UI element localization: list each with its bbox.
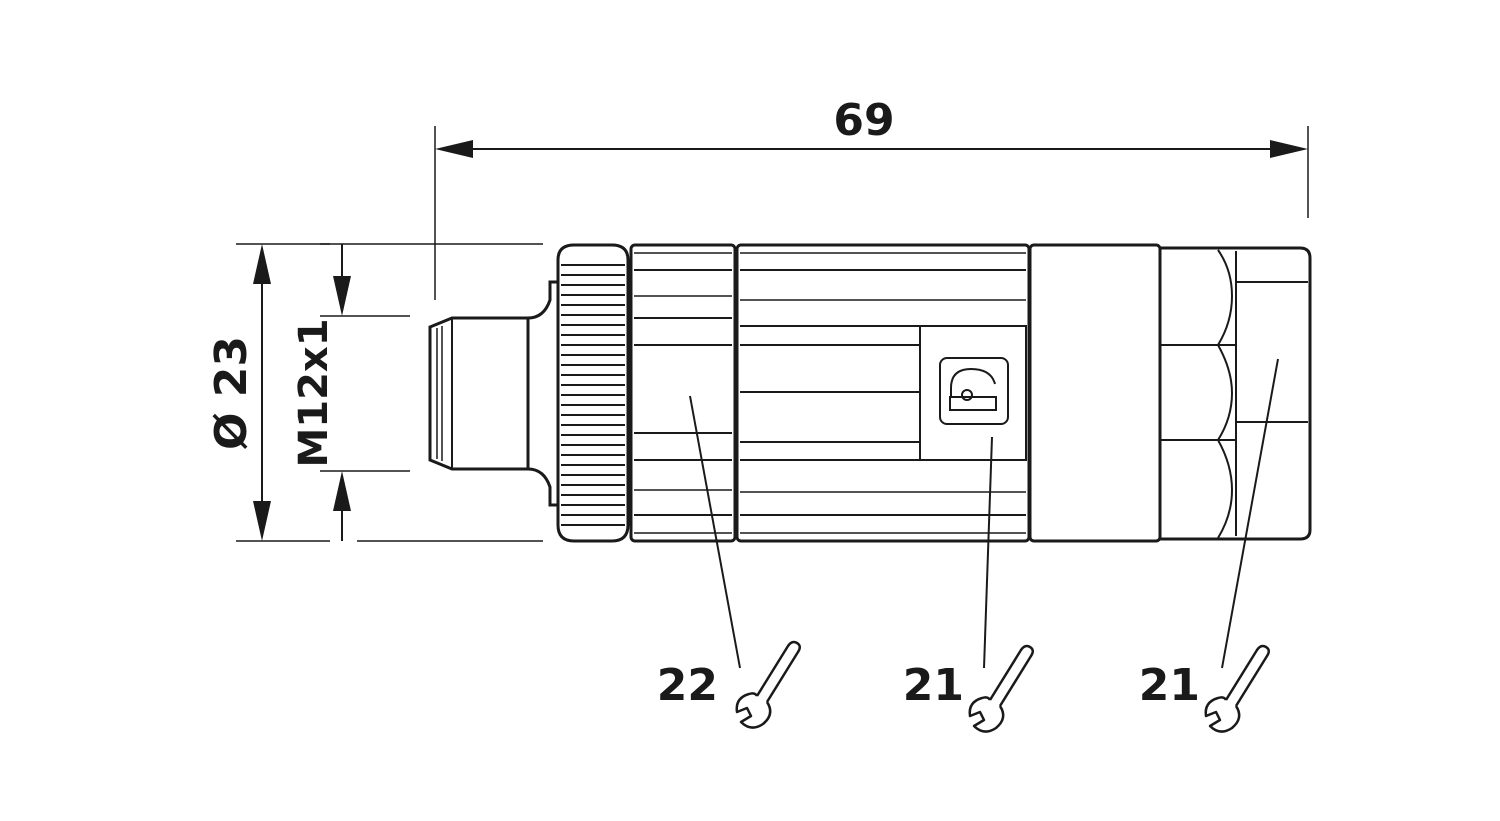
outer-diameter-dimension: Ø 23 bbox=[206, 243, 330, 542]
wrench-callout-21-end: 21 bbox=[1139, 358, 1279, 733]
lock-coding-icon bbox=[939, 357, 1009, 425]
thread-dimension: M12x1 bbox=[291, 243, 543, 542]
overall-length-dimension: 69 bbox=[434, 95, 1309, 300]
wrench-callout-22: 22 bbox=[657, 395, 802, 729]
wrench-size-label: 21 bbox=[1139, 660, 1200, 711]
hex-section-end bbox=[1160, 246, 1312, 541]
wrench-size-label: 22 bbox=[657, 660, 718, 711]
body-section-21 bbox=[735, 243, 1031, 543]
wrench-icon bbox=[735, 640, 802, 729]
connector-body bbox=[428, 243, 1312, 543]
pin-tip bbox=[428, 280, 558, 507]
thread-label: M12x1 bbox=[291, 318, 337, 467]
overall-length-label: 69 bbox=[833, 95, 894, 146]
wrench-callout-21-body: 21 bbox=[903, 436, 1035, 733]
wrench-icon bbox=[1204, 644, 1271, 733]
wrench-size-label: 21 bbox=[903, 660, 964, 711]
hex-section-22 bbox=[629, 243, 737, 543]
wrench-icon bbox=[968, 644, 1035, 733]
outer-diameter-label: Ø 23 bbox=[206, 336, 257, 450]
gland-band bbox=[1028, 243, 1162, 543]
knurled-nut bbox=[556, 243, 630, 543]
